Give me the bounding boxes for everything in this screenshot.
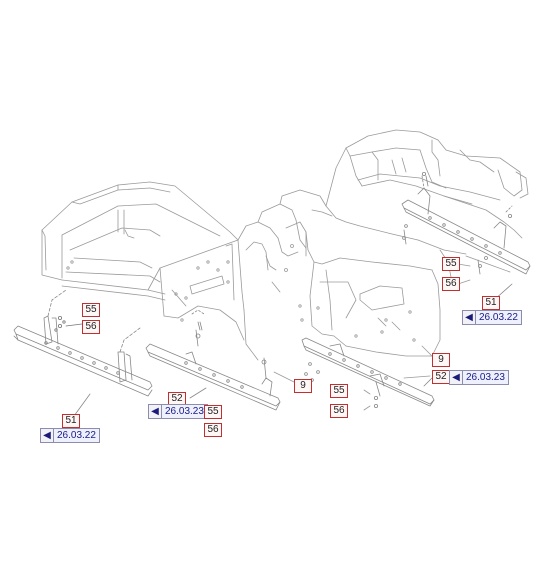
leader-9-mid [274, 372, 294, 382]
leader-9-right [422, 346, 432, 356]
callout-56-right-top[interactable]: 56 [442, 277, 460, 291]
callout-52-right[interactable]: 52 [432, 370, 450, 384]
left-rail-part-51 [14, 290, 152, 416]
callout-55-mid[interactable]: 55 [204, 405, 222, 419]
callout-55-left[interactable]: 55 [82, 303, 100, 317]
callout-51-right[interactable]: 51 [482, 296, 500, 310]
right-fender-assembly [299, 130, 528, 356]
reference-date: 26.03.23 [463, 371, 508, 384]
callout-56-mid[interactable]: 56 [204, 423, 222, 437]
center-section [238, 190, 326, 292]
reference-26-03-22-left[interactable]: ◀ 26.03.22 [40, 428, 100, 443]
callout-56-right-low[interactable]: 56 [330, 404, 348, 418]
back-arrow-icon: ◀ [463, 311, 476, 324]
reference-26-03-23-mid[interactable]: ◀ 26.03.23 [148, 404, 208, 419]
reference-date: 26.03.23 [162, 405, 207, 418]
reference-date: 26.03.22 [54, 429, 99, 442]
reference-date: 26.03.22 [476, 311, 521, 324]
left-fasteners [55, 316, 82, 331]
reference-26-03-22-right[interactable]: ◀ 26.03.22 [462, 310, 522, 325]
left-fender-assembly [42, 182, 258, 360]
back-arrow-icon: ◀ [41, 429, 54, 442]
callout-9-mid[interactable]: 9 [294, 379, 312, 393]
callout-55-right-low[interactable]: 55 [330, 384, 348, 398]
leader-56-top [458, 280, 470, 284]
back-arrow-icon: ◀ [450, 371, 463, 384]
leader-52-right [404, 376, 430, 378]
leader-55-right [364, 390, 370, 394]
callout-56-left[interactable]: 56 [82, 320, 100, 334]
center-rail-part-52 [146, 310, 280, 410]
right-lower-rail-part-52 [302, 338, 434, 408]
reference-26-03-23-right[interactable]: ◀ 26.03.23 [449, 370, 509, 385]
callout-9-right[interactable]: 9 [432, 353, 450, 367]
callout-51-left[interactable]: 51 [62, 414, 80, 428]
back-arrow-icon: ◀ [149, 405, 162, 418]
callout-55-right-top[interactable]: 55 [442, 257, 460, 271]
leader-55-top [458, 264, 470, 266]
leader-56-right [364, 406, 370, 410]
